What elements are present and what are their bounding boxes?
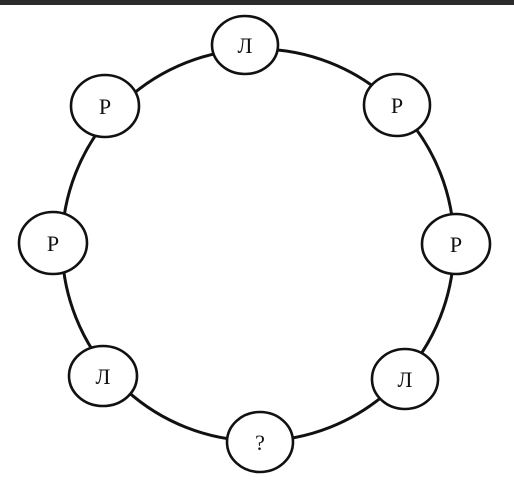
node-upper-right-label: Р [391,93,403,118]
node-left-label: Р [47,231,59,256]
node-lower-right-label: Л [398,367,413,392]
node-bottom-label: ? [255,430,265,455]
node-lower-right-circle [370,347,440,411]
node-upper-right: Р [362,72,432,138]
node-upper-left-circle [69,73,141,139]
node-right: Р [420,212,492,276]
node-upper-left-label: Р [99,94,111,119]
node-upper-left: Р [69,73,141,139]
node-bottom: ? [225,410,295,474]
node-lower-left: Л [67,344,139,408]
node-lower-left-circle [67,344,139,408]
node-left-circle [17,210,89,276]
node-upper-right-circle [362,72,432,138]
node-top-circle [210,14,280,76]
node-bottom-circle [225,410,295,474]
node-right-circle [420,212,492,276]
node-lower-left-label: Л [96,364,111,389]
node-right-label: Р [450,232,462,257]
node-top-label: Л [238,33,253,58]
top-border-line [0,0,514,5]
node-top: Л [210,14,280,76]
node-left: Р [17,210,89,276]
node-lower-right: Л [370,347,440,411]
